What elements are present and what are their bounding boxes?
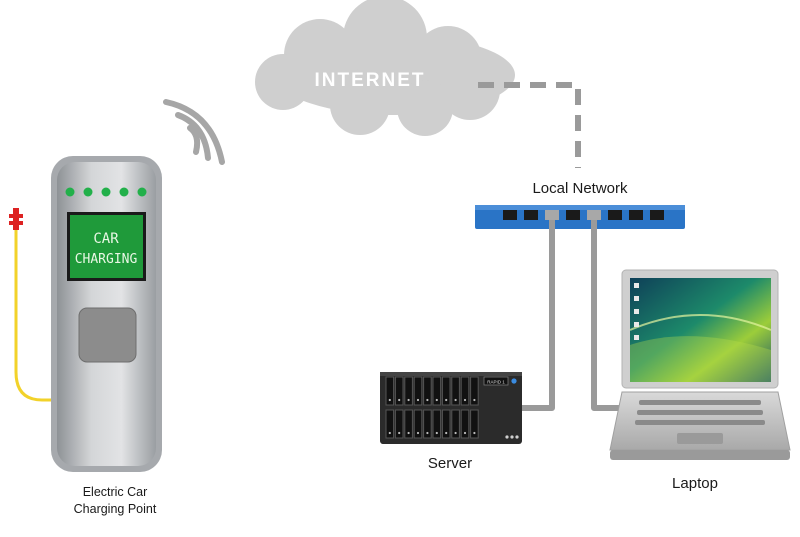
charging-point: CAR CHARGING	[9, 156, 162, 472]
drive-bay	[441, 376, 451, 406]
screen-line-1: CAR	[93, 231, 119, 247]
drive-bay	[385, 376, 395, 406]
drive-bay	[394, 376, 404, 406]
drive-bay-led	[398, 398, 401, 402]
drive-bay	[470, 409, 479, 439]
drive-bay-led	[473, 398, 476, 402]
drive-bay	[451, 376, 460, 406]
drive-bay	[423, 409, 432, 439]
drive-bay-led	[416, 431, 420, 435]
drive-bay-led	[445, 398, 448, 402]
drive-bay-led	[454, 398, 457, 402]
drive-bay-led	[407, 431, 410, 435]
laptop-label: Laptop	[672, 475, 718, 492]
drive-bay-led	[435, 398, 438, 402]
status-leds	[65, 187, 147, 197]
server-label: Server	[427, 455, 473, 472]
drive-bay-led	[416, 398, 420, 402]
cloud-icon	[255, 0, 515, 136]
internet-link-dashed	[478, 82, 581, 168]
drive-bay	[404, 376, 413, 406]
internet-label: INTERNET	[315, 70, 426, 91]
desktop-icons	[634, 283, 639, 340]
drive-bay	[423, 376, 432, 406]
laptop-screen	[630, 278, 771, 382]
drive-bay-led	[388, 398, 391, 402]
power-led-icon	[511, 378, 517, 384]
drive-bay	[451, 409, 460, 439]
screen-line-2: CHARGING	[75, 252, 138, 267]
drive-bay	[404, 409, 413, 439]
charger-screen	[70, 215, 143, 278]
drive-bay-led	[398, 431, 401, 435]
network-label: Local Network	[532, 180, 628, 197]
switch-ports	[503, 210, 664, 220]
drive-bay-led	[407, 398, 410, 402]
laptop	[609, 269, 791, 460]
drive-bays	[385, 376, 479, 439]
drive-bay	[413, 409, 423, 439]
drive-bay	[460, 409, 470, 439]
drive-bay	[394, 409, 404, 439]
charger-label-line-1: Electric Car	[82, 485, 148, 499]
drive-bay-led	[435, 431, 438, 435]
charging-socket	[78, 307, 137, 363]
drive-bay-led	[426, 431, 429, 435]
drive-bay-led	[445, 431, 448, 435]
drive-bay	[470, 376, 479, 406]
drive-bay-led	[473, 431, 476, 435]
drive-bay	[432, 376, 442, 406]
charger-label-line-2: Charging Point	[73, 502, 157, 516]
plug-icon	[9, 208, 23, 230]
server-status-dots	[505, 435, 519, 439]
drive-bay	[432, 409, 442, 439]
drive-bay-led	[463, 398, 467, 402]
laptop-touchpad	[677, 433, 723, 444]
drive-bay-led	[463, 431, 467, 435]
server-rack: RAPID 1	[380, 372, 522, 444]
drive-bay	[413, 376, 423, 406]
wireless-signal-icon	[163, 99, 225, 165]
server-cable	[520, 220, 555, 411]
drive-bay-led	[426, 398, 429, 402]
drive-bay-led	[454, 431, 457, 435]
laptop-cable	[591, 220, 624, 411]
drive-bay	[441, 409, 451, 439]
drive-bay	[460, 376, 470, 406]
network-switch	[475, 205, 685, 229]
server-badge: RAPID 1	[487, 380, 505, 385]
internet-cloud: INTERNET	[255, 0, 515, 136]
drive-bay	[385, 409, 395, 439]
drive-bay-led	[388, 431, 391, 435]
charger-label: Electric Car Charging Point	[40, 484, 190, 518]
laptop-keyboard	[635, 400, 765, 425]
